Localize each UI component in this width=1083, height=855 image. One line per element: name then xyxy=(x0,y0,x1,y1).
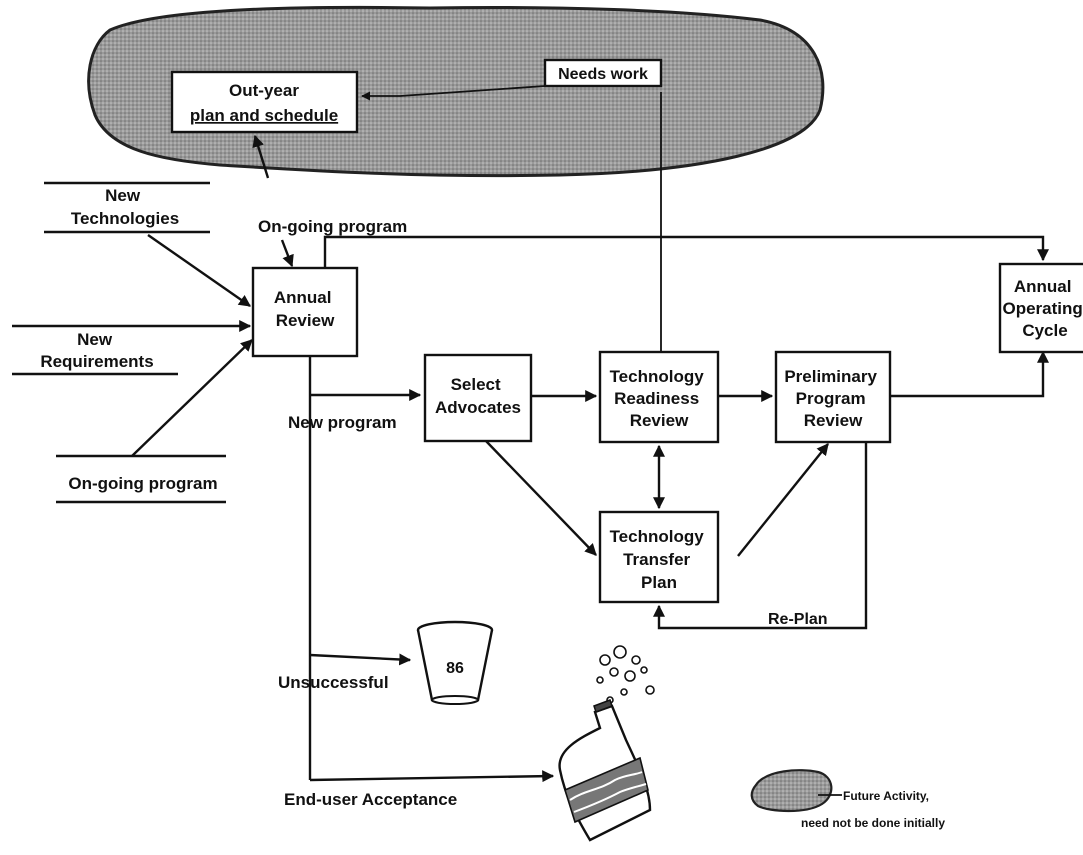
legend-cloud-icon xyxy=(750,769,833,813)
new-requirements-label: New Requirements xyxy=(40,330,153,371)
ongoing-to-outyear-arrow xyxy=(252,134,270,179)
select-advocates-box xyxy=(423,353,533,443)
new-program-label: New program xyxy=(288,413,397,432)
technology-transfer-plan-label: Technology Transfer Plan xyxy=(610,527,709,592)
annual-operating-cycle-label: Annual Operating Cycle xyxy=(1002,277,1083,340)
ttp-to-ppr-arrow xyxy=(737,443,829,557)
needs-work-to-out-year-arrow xyxy=(361,85,546,101)
technology-transfer-plan-box xyxy=(598,510,720,604)
ongoing-to-annual-review-arrow xyxy=(280,239,294,268)
trash-can-icon: 86 xyxy=(416,620,494,705)
annual-review-box xyxy=(251,266,359,358)
needs-work-box xyxy=(543,58,663,88)
technology-readiness-review-box xyxy=(598,350,720,444)
end-user-arrow xyxy=(309,770,555,783)
re-plan-arrow xyxy=(653,442,868,630)
legend-line1: Future Activity, xyxy=(843,789,929,803)
end-user-acceptance-label: End-user Acceptance xyxy=(284,790,457,809)
ongoing-program-top-label: On-going program xyxy=(258,217,407,236)
trash-can-number: 86 xyxy=(446,660,464,677)
new-tech-arrow xyxy=(147,234,251,307)
legend-line2: need not be done initially xyxy=(801,816,945,830)
out-year-plan-box xyxy=(170,70,359,134)
champagne-bottle-icon xyxy=(558,645,655,842)
select-advocates-label: Select Advocates xyxy=(435,375,521,417)
out-year-line2: plan and schedule xyxy=(190,106,338,125)
ppr-to-operating-cycle-arrow xyxy=(890,350,1049,398)
unsuccessful-arrow xyxy=(309,653,412,666)
sa-to-ttp-arrow xyxy=(485,440,597,556)
technology-readiness-review-label: Technology Readiness Review xyxy=(610,367,709,430)
annual-review-label: Annual Review xyxy=(274,288,336,330)
needs-work-label: Needs work xyxy=(558,66,648,83)
ongoing-program-input-label: On-going program xyxy=(68,474,217,493)
preliminary-program-review-label: Preliminary Program Review xyxy=(784,367,881,430)
unsuccessful-label: Unsuccessful xyxy=(278,673,389,692)
annual-operating-cycle-box xyxy=(998,262,1083,354)
out-year-line1: Out-year xyxy=(229,81,299,100)
new-technologies-label: New Technologies xyxy=(71,186,179,228)
preliminary-program-review-box xyxy=(774,350,892,444)
ongoing-input-arrow xyxy=(131,339,253,457)
annual-review-to-operating-cycle-arrow xyxy=(323,235,1049,268)
re-plan-label: Re-Plan xyxy=(768,611,828,628)
